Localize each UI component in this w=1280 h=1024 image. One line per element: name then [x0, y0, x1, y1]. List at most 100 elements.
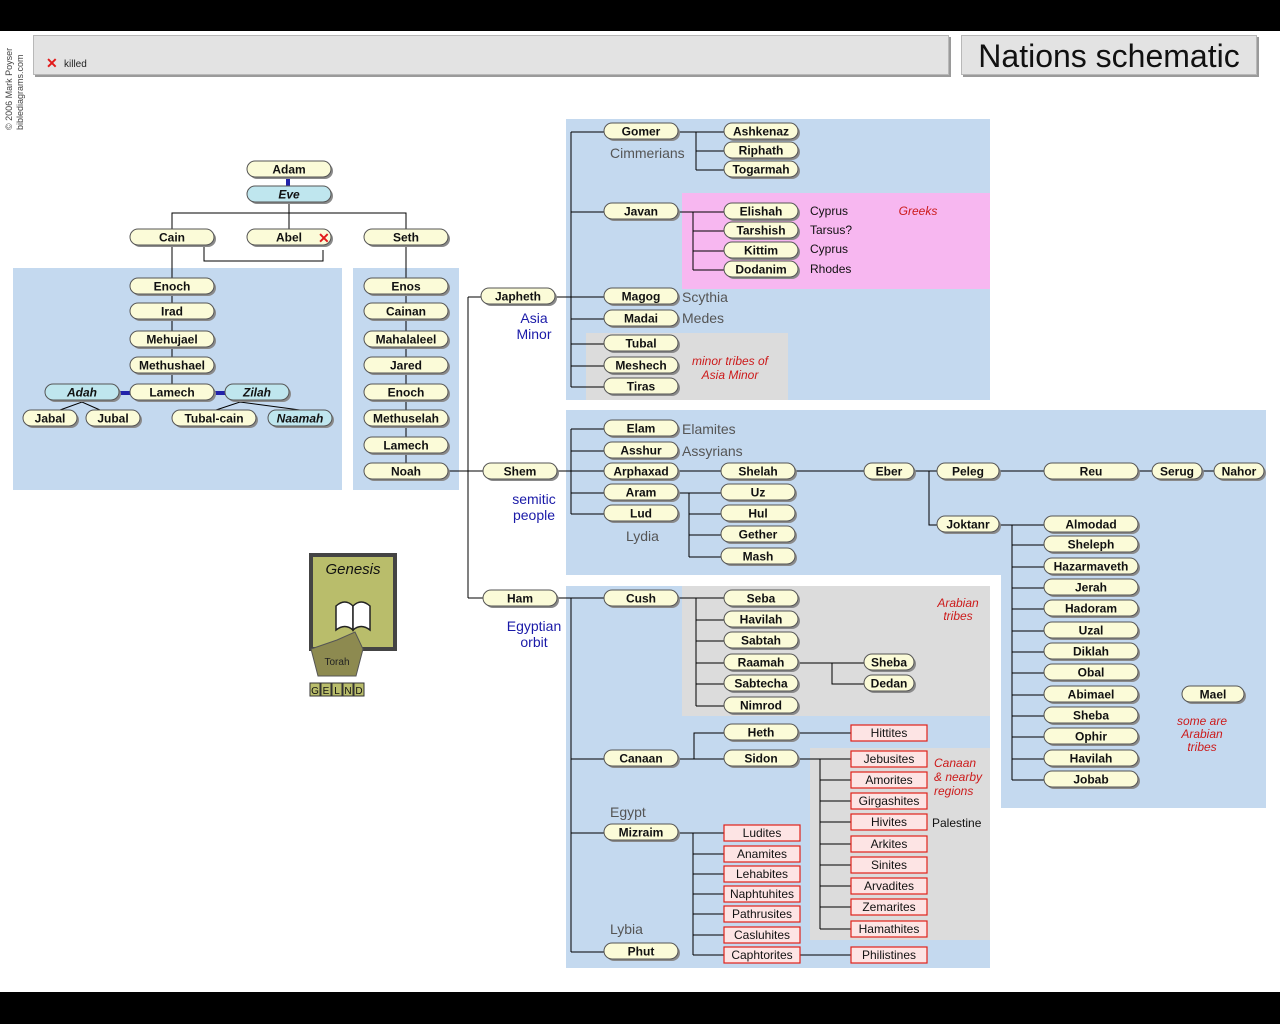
node-label: Nahor: [1222, 465, 1257, 479]
node-label: Elishah: [740, 205, 783, 219]
connector-line: [831, 663, 864, 685]
node-jubal: Jubal: [85, 409, 142, 428]
node-label: Adah: [66, 386, 97, 400]
node-lamech_s: Lamech: [363, 436, 450, 455]
node-label: Mizraim: [619, 826, 664, 840]
node-dedan: Dedan: [863, 674, 916, 693]
node-jabal: Jabal: [22, 409, 79, 428]
node-label: Irad: [161, 305, 183, 319]
node-label: Sheba: [1073, 709, 1109, 723]
node-label: Asshur: [620, 444, 662, 458]
label-canaan-regions-line-2: regions: [934, 784, 973, 798]
nation-label: Lehabites: [736, 867, 788, 881]
legend-panel: ✕ killed: [33, 35, 949, 75]
node-noah: Noah: [363, 462, 450, 481]
node-label: Javan: [624, 205, 658, 219]
book-letter: L: [334, 686, 340, 697]
nation-label: Arkites: [871, 837, 908, 851]
nation-label: Pathrusites: [732, 907, 792, 921]
nation-label: Jebusites: [864, 752, 915, 766]
node-obal: Obal: [1043, 663, 1140, 682]
label-scythia: Scythia: [682, 289, 728, 305]
book-letter: D: [355, 686, 362, 697]
node-label: Japheth: [495, 290, 541, 304]
node-label: Havilah: [740, 613, 783, 627]
node-label: Ophir: [1075, 730, 1107, 744]
nation-arvadites: Arvadites: [850, 877, 928, 895]
node-label: Uzal: [1079, 624, 1104, 638]
node-tubal_cain: Tubal-cain: [171, 409, 258, 428]
node-enoch_c: Enoch: [129, 277, 216, 296]
node-diklah: Diklah: [1043, 642, 1140, 661]
label-some-arabian-tribes-line-0: some are: [1177, 714, 1227, 728]
node-label: Noah: [391, 465, 421, 479]
node-label: Riphath: [739, 144, 784, 158]
node-magog: Magog: [603, 287, 680, 306]
label-rhodes: Rhodes: [810, 262, 851, 276]
nation-hivites: Hivites: [850, 813, 928, 831]
node-uz: Uz: [720, 483, 797, 502]
book-letter: N: [344, 686, 351, 697]
nation-casluhites: Casluhites: [723, 926, 801, 944]
node-label: Peleg: [952, 465, 984, 479]
nation-label: Caphtorites: [731, 948, 792, 962]
node-madai: Madai: [603, 309, 680, 328]
node-label: Sabtah: [741, 634, 781, 648]
connector-line: [693, 732, 724, 759]
node-ham: Ham: [482, 589, 559, 608]
node-eber: Eber: [863, 462, 916, 481]
red-x-icon: ✕: [46, 55, 58, 71]
label-asia-minor-line-0: Asia: [520, 310, 547, 326]
node-label: Havilah: [1070, 752, 1113, 766]
node-mehujael: Mehujael: [129, 330, 216, 349]
node-label: Tarshish: [736, 224, 785, 238]
node-cainan: Cainan: [363, 302, 450, 321]
node-label: Togarmah: [732, 163, 789, 177]
label-lybia: Lybia: [610, 921, 643, 937]
node-havilah_j: Havilah: [1043, 749, 1140, 768]
book-letter: G: [311, 686, 319, 697]
label-palestine: Palestine: [932, 816, 982, 830]
label-cyprus-2: Cyprus: [810, 242, 848, 256]
node-label: Jabal: [35, 412, 66, 426]
node-label: Ham: [507, 592, 533, 606]
node-elam: Elam: [603, 419, 680, 438]
nation-naphtuhites: Naphtuhites: [723, 885, 801, 903]
nation-anamites: Anamites: [723, 845, 801, 863]
label-asia-minor-line-1: Minor: [516, 326, 551, 342]
node-joktan: Joktanr: [936, 515, 1001, 534]
node-seth: Seth: [363, 228, 450, 247]
node-sabtecha: Sabtecha: [723, 674, 800, 693]
nation-label: Hittites: [871, 726, 908, 740]
node-label: Cush: [626, 592, 656, 606]
node-label: Eber: [876, 465, 903, 479]
node-tubal: Tubal: [603, 334, 680, 353]
node-cain: Cain: [129, 228, 216, 247]
node-label: Hadoram: [1065, 602, 1117, 616]
book-letter: E: [323, 686, 330, 697]
node-lud: Lud: [603, 504, 680, 523]
label-medes: Medes: [682, 310, 724, 326]
label-semitic-people-line-0: semitic: [512, 491, 556, 507]
node-eve: Eve: [246, 185, 333, 204]
label-lydia: Lydia: [626, 528, 659, 544]
node-jerah: Jerah: [1043, 578, 1140, 597]
node-methuselah: Methuselah: [363, 409, 450, 428]
node-tarshish: Tarshish: [723, 221, 800, 240]
node-label: Sheleph: [1068, 538, 1115, 552]
node-ophir: Ophir: [1043, 727, 1140, 746]
node-sheba_r: Sheba: [863, 653, 916, 672]
node-jobab: Jobab: [1043, 770, 1140, 789]
node-arphaxad: Arphaxad: [603, 462, 680, 481]
nation-label: Zemarites: [862, 900, 915, 914]
node-dodanim: Dodanim: [723, 260, 800, 279]
node-label: Ashkenaz: [733, 125, 789, 139]
node-label: Sheba: [871, 656, 907, 670]
node-aram: Aram: [603, 483, 680, 502]
node-raamah: Raamah: [723, 653, 800, 672]
node-label: Magog: [622, 290, 661, 304]
node-label: Meshech: [615, 359, 666, 373]
node-label: Gomer: [622, 125, 661, 139]
